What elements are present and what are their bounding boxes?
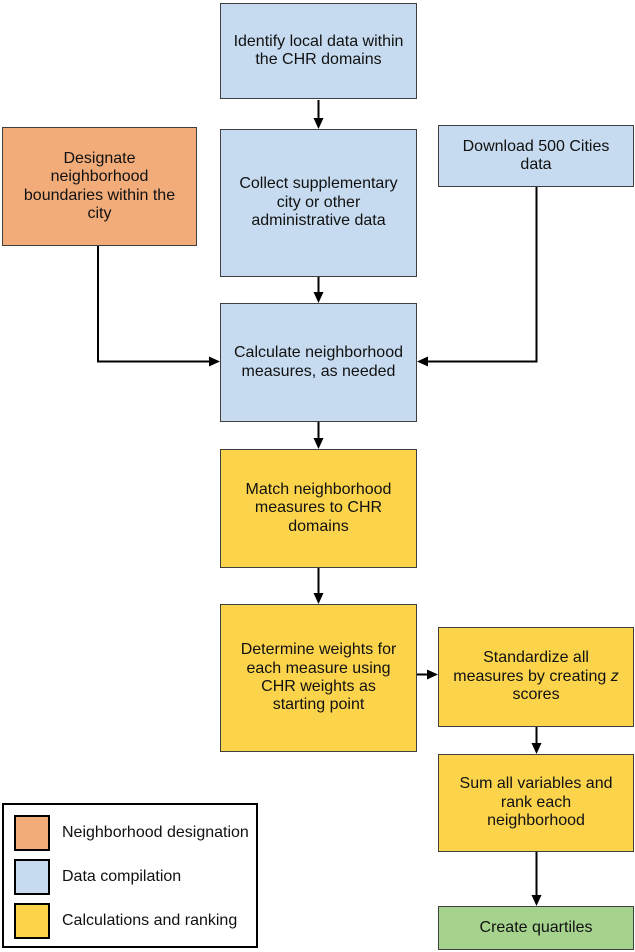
node-label: Standardize all measures by creating z s… xyxy=(453,649,618,704)
node-label-italic-z: z xyxy=(610,667,619,685)
arrow-download-to-calculate xyxy=(417,187,538,367)
node-label: Identify local data within the CHR domai… xyxy=(233,32,404,68)
arrow-match-to-determine xyxy=(313,568,324,604)
arrow-standardize-to-sum xyxy=(531,727,542,754)
node-designate-boundaries: Designate neighborhood boundaries within… xyxy=(2,127,197,246)
arrow-collect-to-calculate xyxy=(313,277,324,303)
arrow-calculate-to-match xyxy=(313,422,324,449)
node-create-quartiles: Create quartiles xyxy=(438,906,634,950)
legend-item-data-compilation: Data compilation xyxy=(14,859,256,895)
legend: Neighborhood designation Data compilatio… xyxy=(2,803,258,948)
node-standardize-measures: Standardize all measures by creating z s… xyxy=(438,627,634,727)
node-label: Match neighborhood measures to CHR domai… xyxy=(245,480,392,535)
legend-swatch-yellow xyxy=(14,903,50,939)
node-label: Collect supplementary city or other admi… xyxy=(239,175,398,230)
legend-label: Data compilation xyxy=(62,868,182,885)
node-download-500-cities: Download 500 Cities data xyxy=(438,125,634,187)
legend-swatch-orange xyxy=(14,815,50,851)
arrow-designate-to-calculate xyxy=(97,246,220,367)
node-label: Calculate neighborhood measures, as need… xyxy=(233,344,403,380)
node-label-part: scores xyxy=(512,686,560,704)
node-sum-and-rank: Sum all variables and rank each neighbor… xyxy=(438,754,634,852)
node-label: Download 500 Cities data xyxy=(462,137,610,173)
arrow-sum-to-quartiles xyxy=(531,852,542,906)
node-collect-supplementary-data: Collect supplementary city or other admi… xyxy=(220,129,417,277)
legend-label: Calculations and ranking xyxy=(62,912,238,929)
legend-label: Neighborhood designation xyxy=(62,824,249,841)
arrow-determine-to-standardize xyxy=(417,669,438,680)
node-calculate-measures: Calculate neighborhood measures, as need… xyxy=(220,303,417,422)
arrow-identify-to-collect xyxy=(313,100,324,129)
legend-swatch-blue xyxy=(14,859,50,895)
node-label-part: Standardize all measures by creating xyxy=(453,649,607,685)
legend-item-calculations-ranking: Calculations and ranking xyxy=(14,903,256,939)
legend-item-neighborhood-designation: Neighborhood designation xyxy=(14,815,256,851)
node-label: Determine weights for each measure using… xyxy=(240,641,397,714)
node-label: Sum all variables and rank each neighbor… xyxy=(459,775,613,830)
node-identify-local-data: Identify local data within the CHR domai… xyxy=(220,3,417,99)
node-match-measures: Match neighborhood measures to CHR domai… xyxy=(220,449,417,568)
node-label: Designate neighborhood boundaries within… xyxy=(23,149,176,222)
node-determine-weights: Determine weights for each measure using… xyxy=(220,604,417,752)
node-label: Create quartiles xyxy=(479,918,593,936)
